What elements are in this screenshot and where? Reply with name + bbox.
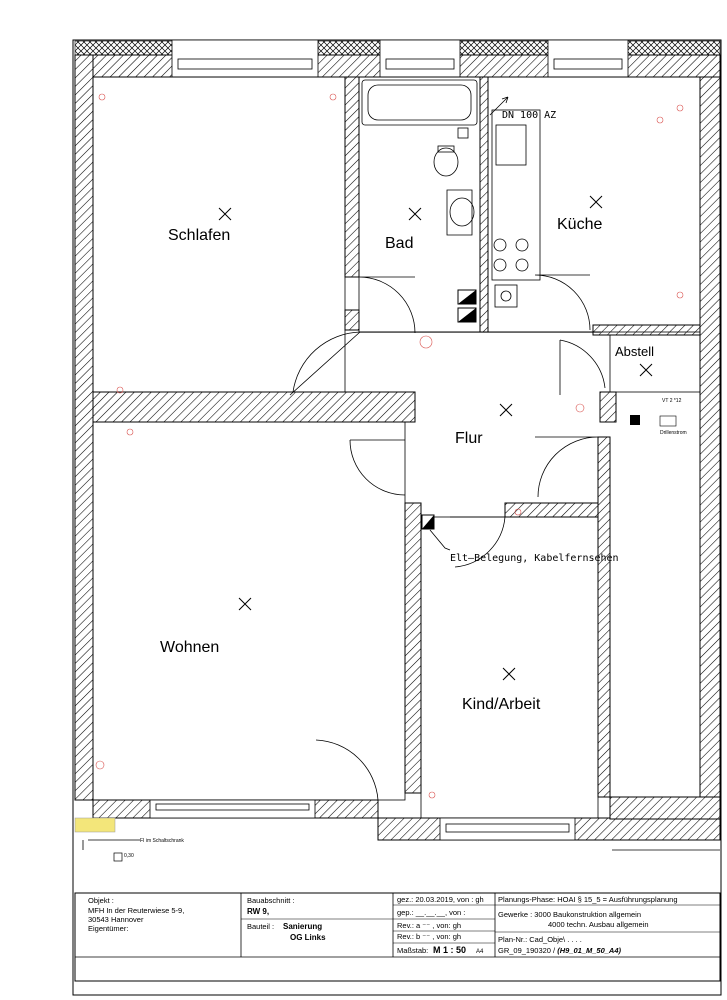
level-marker [113, 852, 123, 862]
bauteil-label: Bauteil : [247, 922, 274, 931]
vt-annotation: VT 2 *12 [662, 398, 682, 404]
room-label-flur: Flur [455, 430, 483, 447]
bottom-windows [149, 799, 576, 841]
fi-annotation: FI im Schaltschrank [140, 838, 184, 844]
objekt-address-1: MFH In der Reuterwiese 5-9, [88, 906, 184, 915]
room-label-kueche: Küche [557, 216, 602, 233]
file-name: GR_09_190320 / (H9_01_M_50_A4) [498, 946, 622, 955]
room-label-bad: Bad [385, 235, 413, 252]
fi-leader [82, 839, 140, 850]
room-label-schlafen: Schlafen [168, 227, 230, 244]
interior-walls [92, 76, 701, 798]
doors [289, 274, 606, 801]
drawing-frame [72, 39, 722, 996]
elt-annotation: Elt–Belegung, Kabelfernsehen [450, 553, 619, 564]
gewerke-line-1: Gewerke : 3000 Baukonstruktion allgemein [498, 910, 641, 919]
plan-nr: Plan-Nr.: Cad_Obje\ . . . . [498, 935, 582, 944]
massstab-label: Maßstab: [397, 946, 428, 955]
bauabschnitt-label: Bauabschnitt : [247, 896, 295, 905]
gep-line: gep.: __.__.__, von : [397, 908, 465, 917]
rev-a-line: Rev.: a ⁻⁻ , von: gh [397, 921, 461, 930]
outer-walls [74, 54, 721, 841]
top-windows [171, 39, 629, 78]
vt-box [659, 415, 677, 427]
rev-b-line: Rev.: b ⁻⁻ , von: gh [397, 932, 461, 941]
elt-leader [429, 529, 451, 551]
eigentuemer-label: Eigentümer: [88, 924, 128, 933]
fi-cabinet [74, 817, 116, 833]
massstab-value: M 1 : 50 [433, 945, 466, 955]
drill-annotation: Drillenstrom [660, 430, 687, 436]
file-name-italic: (H9_01_M_50_A4) [557, 946, 621, 955]
massstab-format: A4 [476, 949, 484, 955]
kitchen-fixtures [491, 109, 541, 308]
room-label-kind-arbeit: Kind/Arbeit [462, 696, 541, 713]
gewerke-line-2: 4000 techn. Ausbau allgemein [548, 920, 649, 929]
title-block [74, 892, 721, 982]
objekt-address-2: 30543 Hannover [88, 915, 144, 924]
gez-line: gez.: 20.03.2019, von : gh [397, 895, 484, 904]
room-center-markers [218, 195, 653, 681]
shafts [421, 289, 640, 530]
level-annotation: 0,30 [124, 853, 134, 859]
bauteil-line-1: Sanierung [283, 922, 322, 931]
planungs-phase: Planungs-Phase: HOAI § 15_5 = Ausführung… [498, 895, 678, 904]
bathroom-fixtures [361, 79, 478, 236]
room-label-abstell: Abstell [615, 344, 654, 359]
bauabschnitt-value: RW 9, [247, 907, 269, 916]
drain-arrow [489, 96, 509, 116]
drain-annotation: DN 100 AZ [502, 110, 556, 121]
room-label-wohnen: Wohnen [160, 639, 219, 656]
electrical-symbols [95, 93, 684, 799]
objekt-label: Objekt : [88, 896, 114, 905]
bauteil-line-2: OG Links [290, 933, 326, 942]
